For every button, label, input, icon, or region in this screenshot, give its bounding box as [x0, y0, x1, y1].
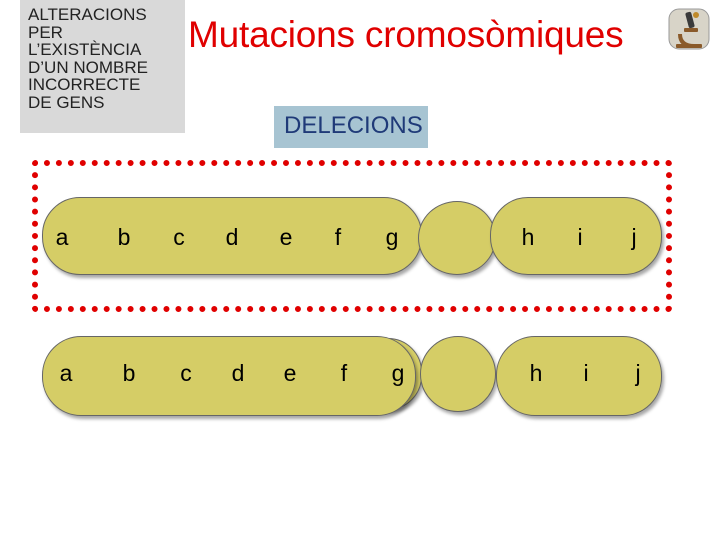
gene-label-e: e	[283, 360, 297, 386]
side-label-box	[20, 0, 185, 133]
gene-label-c: c	[173, 224, 185, 250]
gene-label-d: d	[225, 224, 239, 250]
gene-label-h: h	[521, 224, 535, 250]
gene-label-j: j	[635, 360, 641, 386]
gene-label-a: a	[55, 224, 69, 250]
chromosome-top-arm-left	[42, 197, 422, 275]
subtitle-background	[274, 106, 428, 148]
gene-label-i: i	[577, 224, 583, 250]
gene-label-f: f	[334, 224, 342, 250]
gene-label-j: j	[631, 224, 637, 250]
microscope-icon	[668, 8, 710, 50]
gene-label-e: e	[279, 224, 293, 250]
side-label: ALTERACIONS PER L’EXISTÈNCIA D’UN NOMBRE…	[28, 5, 148, 112]
gene-label-g: g	[391, 360, 405, 386]
chromosome-bottom-arm-left	[42, 336, 416, 416]
chromosome-bottom-centromere	[420, 336, 496, 412]
selection-dotted-box	[32, 160, 672, 312]
slide-title: Mutacions cromosòmiques	[188, 14, 624, 55]
chromosome-top-centromere	[418, 201, 496, 275]
chromosome-top-arm-right	[490, 197, 662, 275]
gene-label-d: d	[231, 360, 245, 386]
gene-label-h: h	[529, 360, 543, 386]
gene-label-a: a	[59, 360, 73, 386]
subtitle: DELECIONS	[284, 112, 423, 139]
gene-label-c: c	[180, 360, 192, 386]
gene-label-g: g	[385, 224, 399, 250]
gene-label-b: b	[117, 224, 131, 250]
gene-label-i: i	[583, 360, 589, 386]
gene-label-b: b	[122, 360, 136, 386]
chromosome-bottom-arm-right	[496, 336, 662, 416]
gene-label-f: f	[340, 360, 348, 386]
